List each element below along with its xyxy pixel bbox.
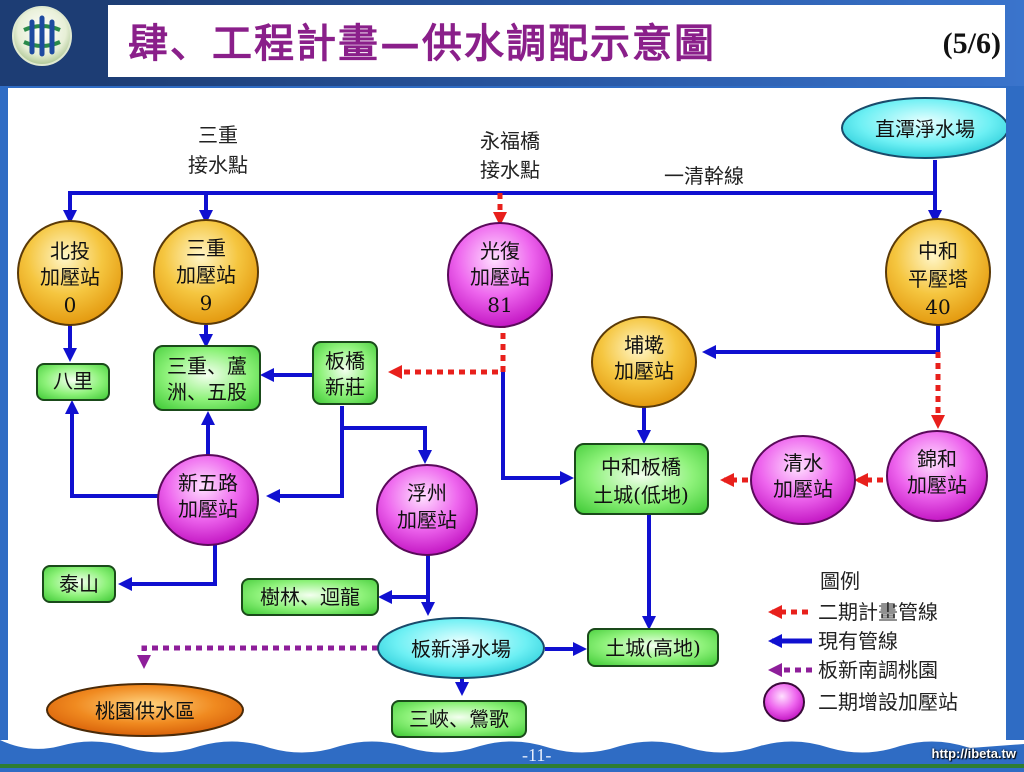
magenta-circle-icon: [763, 682, 805, 722]
svg-text:9: 9: [200, 291, 213, 315]
pipe-zhonghe-to-puding: [702, 325, 940, 359]
node-bali-area[interactable]: 八里: [36, 363, 110, 401]
svg-text:埔墘: 埔墘: [624, 333, 664, 357]
yongfu-intake-label-1: 永福橋: [480, 129, 540, 153]
svg-text:加壓站: 加壓站: [773, 477, 833, 501]
yongfu-intake-label-2: 接水點: [480, 158, 540, 182]
svg-text:土城(低地): 土城(低地): [593, 483, 689, 507]
svg-text:八里: 八里: [53, 369, 93, 393]
svg-text:加壓站: 加壓站: [176, 263, 236, 287]
svg-text:現有管線: 現有管線: [818, 629, 898, 653]
node-jinhe-station[interactable]: 錦和 加壓站: [886, 430, 988, 522]
node-banxin-plant[interactable]: 板新淨水場: [377, 617, 545, 679]
svg-text:81: 81: [487, 293, 512, 317]
pipe-banqiao-to-fuzhou: [342, 426, 432, 464]
legend-title: 圖例: [820, 569, 860, 593]
page-indicator: (5/6): [942, 27, 1001, 60]
sanchong-intake-label-1: 三重: [198, 123, 238, 147]
svg-text:三重、蘆: 三重、蘆: [167, 354, 247, 378]
svg-text:板新淨水場: 板新淨水場: [411, 637, 511, 661]
footer-wave: [0, 740, 1024, 768]
pipe-xinwulu-to-bali: [65, 400, 160, 498]
diagram-panel: 三重 接水點 永福橋 接水點 一清幹線 直潭淨水場 北投 加壓站 0 三重 加壓…: [8, 88, 1009, 748]
node-fuzhou-station[interactable]: 浮州 加壓站: [376, 464, 478, 556]
svg-text:二期計畫管線: 二期計畫管線: [818, 600, 938, 624]
node-zhonghe-tower[interactable]: 中和 平壓塔 40: [885, 218, 991, 326]
water-distribution-diagram: 三重 接水點 永福橋 接水點 一清幹線 直潭淨水場 北投 加壓站 0 三重 加壓…: [17, 97, 1009, 738]
banxin-taoyuan-pipe: [137, 645, 378, 669]
pipe-banqiao-to-xinwulu: [266, 406, 344, 503]
title-panel: 肆、工程計畫—供水調配示意圖 (5/6): [108, 5, 1005, 77]
svg-text:土城(高地): 土城(高地): [605, 636, 701, 660]
svg-text:加壓站: 加壓站: [470, 265, 530, 289]
svg-text:40: 40: [925, 295, 950, 319]
svg-text:新五路: 新五路: [178, 471, 238, 495]
yiqing-main-label: 一清幹線: [664, 164, 744, 188]
svg-text:加壓站: 加壓站: [40, 265, 100, 289]
legend-item-phase2-station: 二期增設加壓站: [763, 682, 958, 722]
legend-item-banxin-taoyuan: 板新南調桃園: [768, 658, 938, 682]
node-banqiao-xinzhuang-area[interactable]: 板橋 新莊: [312, 341, 378, 405]
svg-text:二期增設加壓站: 二期增設加壓站: [818, 690, 958, 714]
svg-text:加壓站: 加壓站: [178, 497, 238, 521]
svg-text:平壓塔: 平壓塔: [908, 267, 968, 291]
logo-area: [0, 0, 100, 86]
node-beitou-station[interactable]: 北投 加壓站 0: [17, 220, 123, 326]
page-number: -11-: [522, 745, 552, 765]
pipe-banxin-to-taoyuan: [137, 645, 378, 669]
svg-text:北投: 北投: [50, 239, 90, 263]
node-taoyuan-area[interactable]: 桃園供水區: [46, 683, 244, 737]
svg-text:中和板橋: 中和板橋: [601, 455, 681, 479]
node-shulin-area[interactable]: 樹林、迴龍: [241, 578, 379, 616]
sanchong-intake-label-2: 接水點: [188, 153, 248, 177]
phase2-pipes: [388, 193, 945, 487]
svg-text:三峽、鶯歌: 三峽、鶯歌: [409, 707, 509, 731]
node-xinwulu-station[interactable]: 新五路 加壓站: [157, 454, 259, 546]
svg-text:清水: 清水: [783, 451, 823, 475]
svg-text:浮州: 浮州: [407, 481, 447, 505]
node-sanchong-station[interactable]: 三重 加壓站 9: [153, 219, 259, 325]
node-sanchong-luzhou-area[interactable]: 三重、蘆 洲、五股: [153, 345, 261, 411]
svg-text:板新南調桃園: 板新南調桃園: [818, 658, 938, 682]
node-qingshui-station[interactable]: 清水 加壓站: [750, 435, 856, 525]
svg-text:洲、五股: 洲、五股: [167, 380, 247, 404]
legend: 圖例 二期計畫管線 現有管線 板新南調桃園 二期增設加壓站: [763, 569, 958, 722]
page-title: 肆、工程計畫—供水調配示意圖: [128, 20, 716, 67]
node-tucheng-high-area[interactable]: 土城(高地): [587, 628, 719, 667]
svg-text:錦和: 錦和: [917, 447, 957, 471]
node-sanxia-area[interactable]: 三峽、鶯歌: [391, 700, 527, 738]
svg-text:0: 0: [64, 293, 77, 317]
node-zhonghe-banqiao-area[interactable]: 中和板橋 土城(低地): [574, 443, 709, 515]
watermark-url: http://ibeta.tw: [931, 746, 1017, 761]
svg-text:桃園供水區: 桃園供水區: [95, 699, 195, 723]
svg-text:樹林、迴龍: 樹林、迴龍: [260, 585, 360, 609]
svg-text:加壓站: 加壓站: [397, 508, 457, 532]
svg-text:新莊: 新莊: [325, 375, 365, 399]
svg-text:板橋: 板橋: [325, 349, 365, 373]
svg-text:泰山: 泰山: [59, 572, 99, 596]
node-guangfu-station[interactable]: 光復 加壓站 81: [447, 222, 553, 328]
svg-text:光復: 光復: [480, 239, 520, 263]
pipe-xinwulu-to-taishan: [118, 540, 217, 591]
node-zhitan-plant[interactable]: 直潭淨水場: [841, 97, 1009, 159]
svg-text:加壓站: 加壓站: [614, 359, 674, 383]
node-puding-station[interactable]: 埔墘 加壓站: [591, 316, 697, 408]
legend-item-existing-pipe: 現有管線: [768, 629, 898, 653]
svg-text:直潭淨水場: 直潭淨水場: [875, 117, 975, 141]
pipe-guangfu-to-zhonghe-area: [501, 372, 574, 485]
svg-text:三重: 三重: [186, 236, 226, 260]
svg-text:中和: 中和: [918, 239, 958, 263]
svg-text:加壓站: 加壓站: [907, 473, 967, 497]
pipe-yiqing-main-to-beitou: [63, 191, 935, 224]
pipe-guangfu-to-banqiao: [388, 322, 506, 379]
legend-item-phase2-pipe: 二期計畫管線: [768, 600, 938, 624]
node-taishan-area[interactable]: 泰山: [42, 565, 116, 603]
water-company-logo-icon: [12, 6, 72, 66]
